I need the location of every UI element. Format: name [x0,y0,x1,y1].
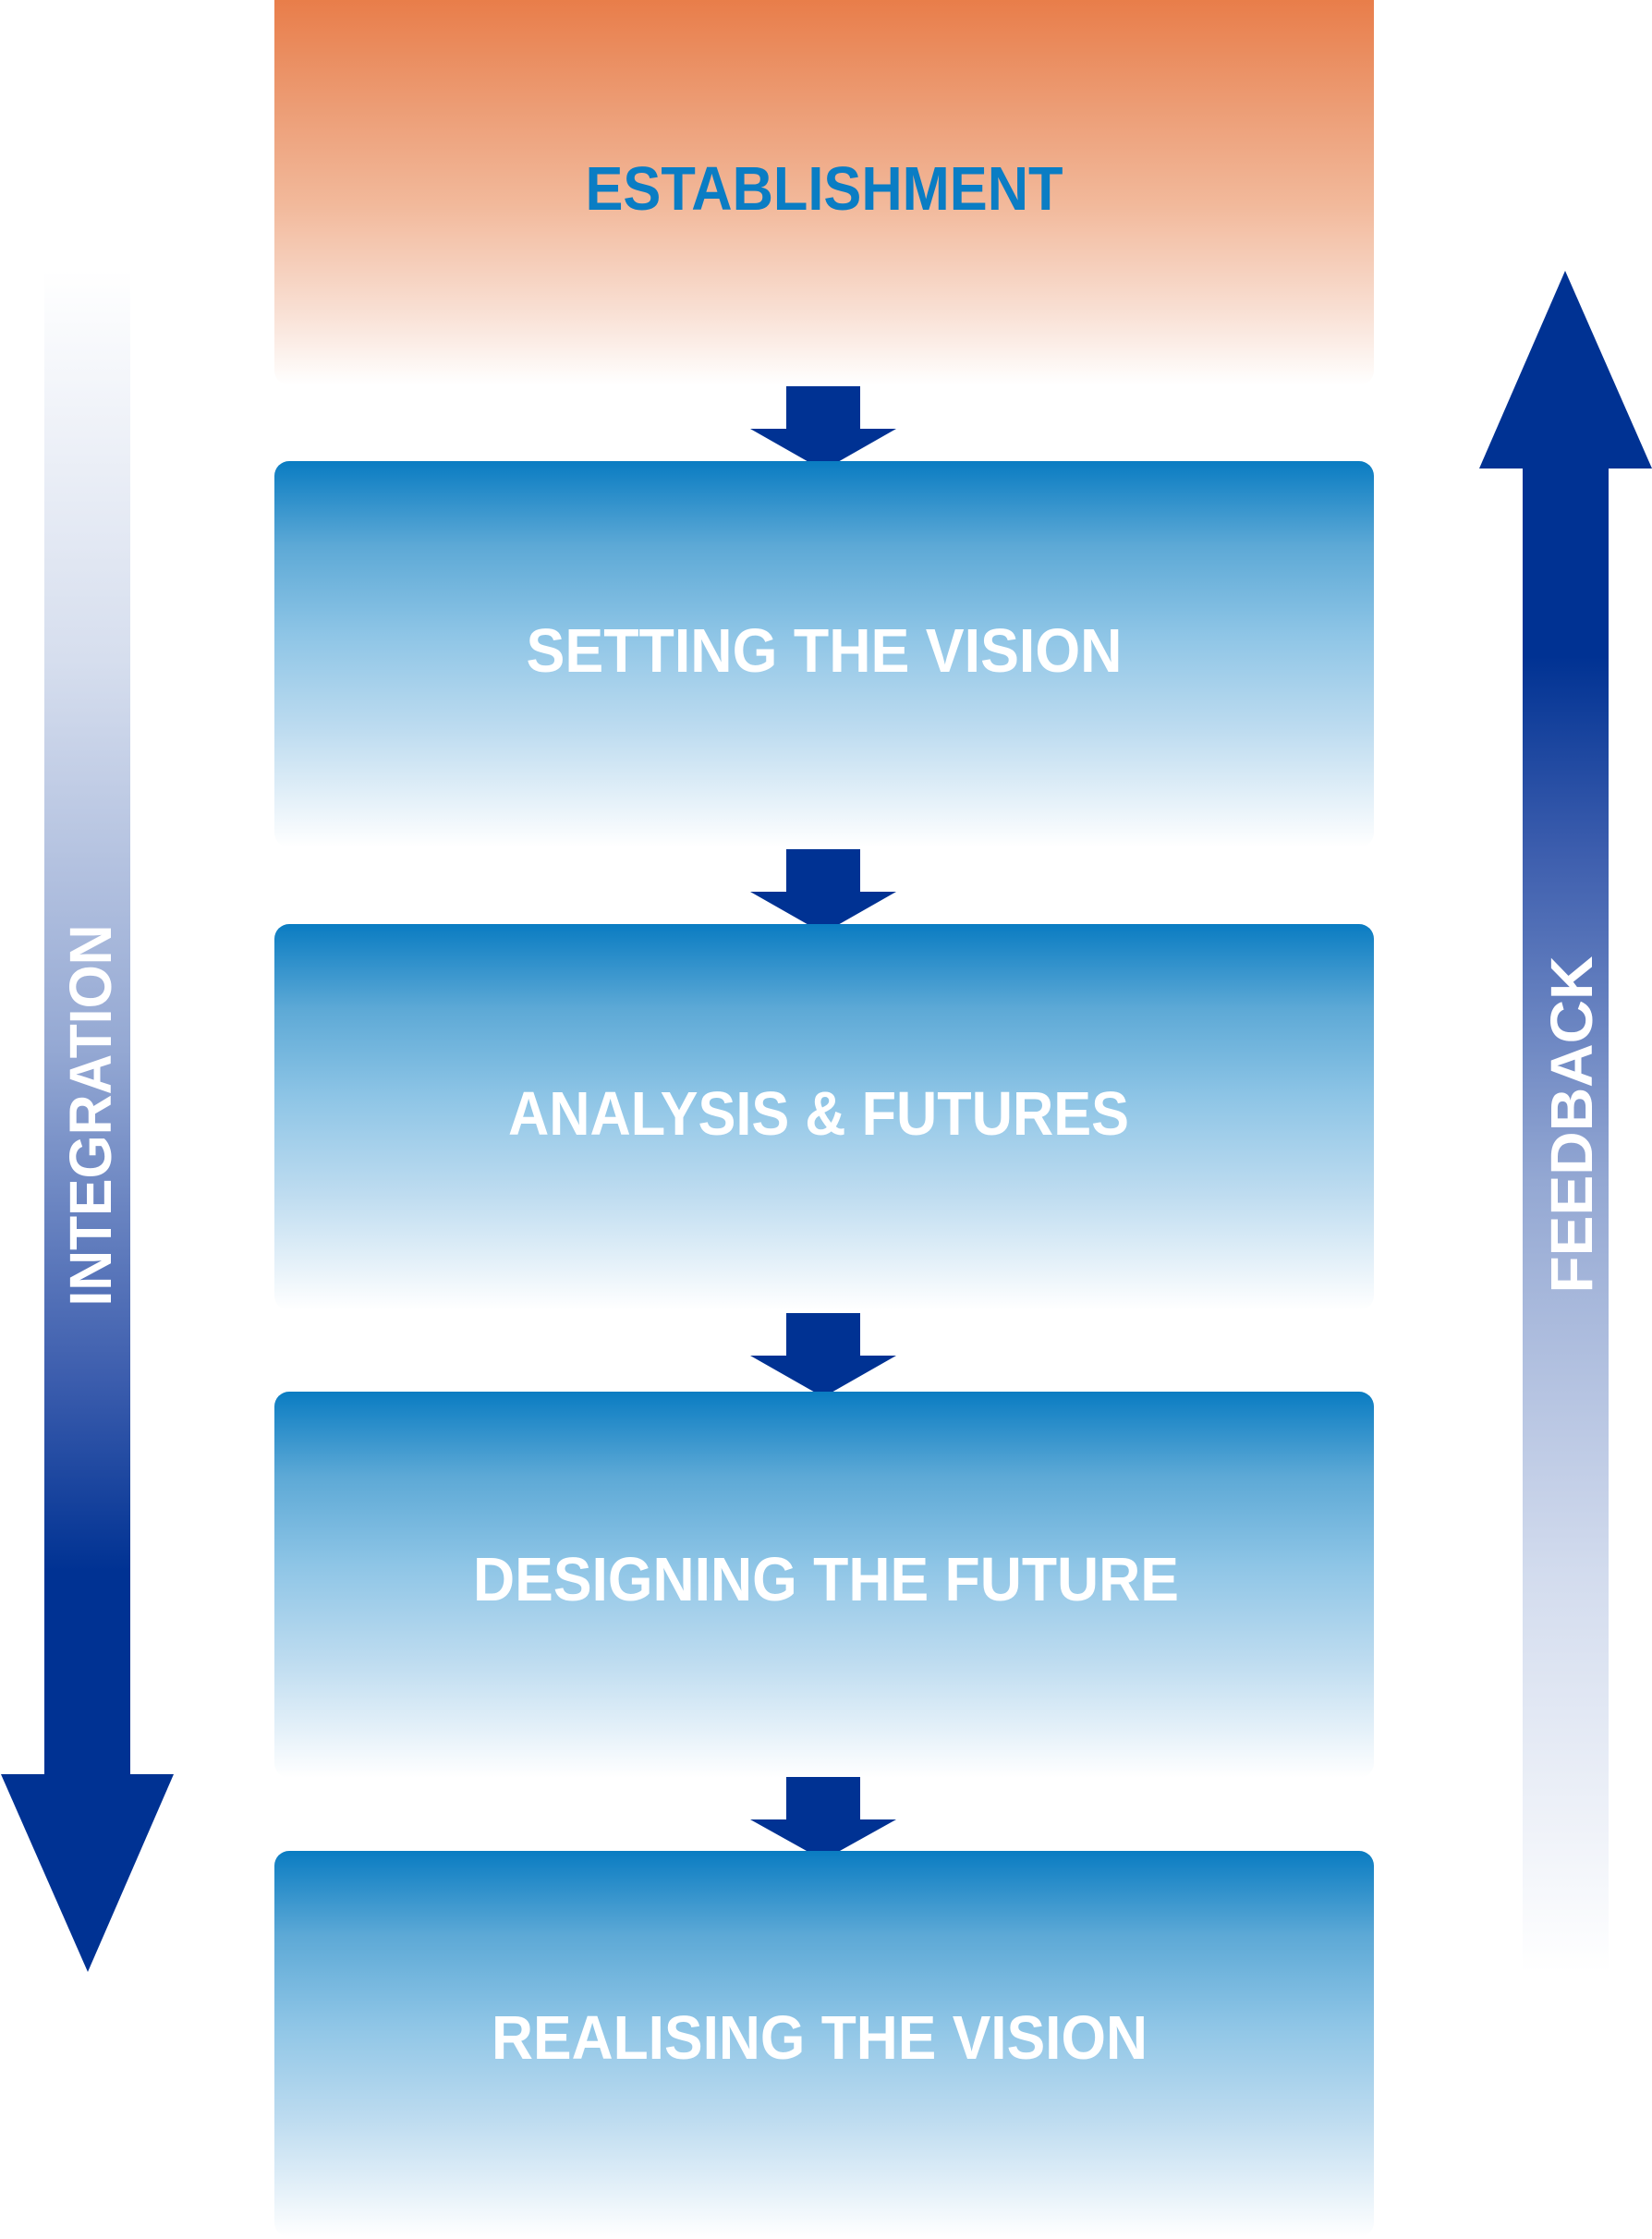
stage-establishment: ESTABLISHMENT [274,0,1374,385]
feedback-arrow: FEEDBACK [1479,271,1652,1973]
stage-setting-the-vision: SETTING THE VISION [274,461,1374,847]
stage-box [274,461,1374,847]
stage-realising-the-vision: REALISING THE VISION [274,1851,1374,2237]
stage-label: ANALYSIS & FUTURES [508,1079,1129,1149]
stage-box [274,0,1374,385]
stage-label: SETTING THE VISION [527,616,1123,686]
down-arrow-icon [750,386,896,470]
integration-arrow-shaft [44,270,130,1776]
stage-box [274,1392,1374,1778]
stage-analysis-and-futures: ANALYSIS & FUTURES [274,924,1374,1310]
stage-label: ESTABLISHMENT [586,154,1063,224]
integration-label: INTEGRATION [57,925,124,1307]
integration-arrow: INTEGRATION [1,270,174,1972]
down-arrow-icon [750,849,896,933]
feedback-arrow-shaft [1523,467,1609,1973]
stage-label: DESIGNING THE FUTURE [473,1545,1179,1614]
feedback-arrow-head [1479,271,1652,468]
stage-box [274,924,1374,1310]
stage-box [274,1851,1374,2237]
stage-designing-the-future: DESIGNING THE FUTURE [274,1392,1374,1778]
stage-label: REALISING THE VISION [492,2003,1148,2073]
down-arrow-icon [750,1777,896,1860]
down-arrow-icon [750,1313,896,1397]
feedback-label: FEEDBACK [1538,956,1605,1294]
integration-arrow-head [1,1774,174,1972]
